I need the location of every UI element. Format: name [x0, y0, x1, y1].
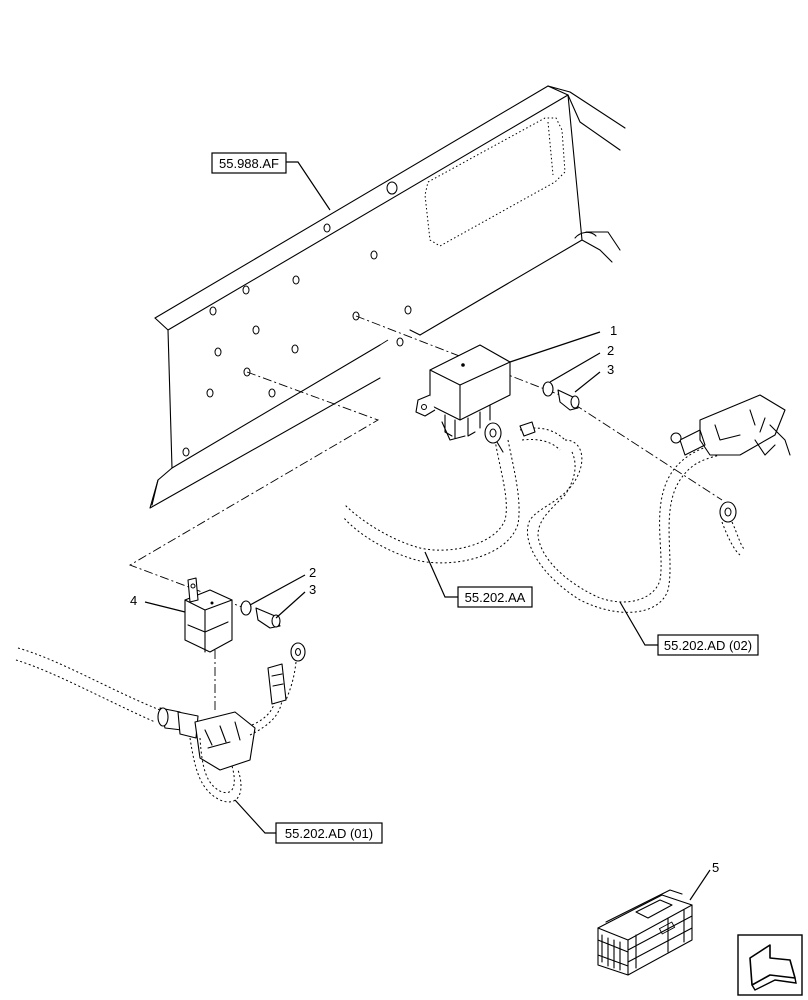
next-page-arrow-icon[interactable] — [737, 934, 803, 996]
harness-ad-02 — [526, 394, 791, 613]
bolt-upper[interactable] — [557, 389, 580, 411]
kit-box-icon — [597, 889, 693, 976]
bolt-lower[interactable] — [255, 607, 281, 629]
item-number-bolt-lower: 3 — [309, 582, 316, 597]
mounting-panel — [149, 85, 626, 509]
ref-box-harness-ad-01[interactable]: 55.202.AD (01) — [275, 822, 383, 844]
item-number-relay-upper: 1 — [610, 323, 617, 338]
ref-box-panel[interactable]: 55.988.AF — [211, 152, 287, 174]
leader-lines — [144, 161, 711, 901]
harness-ad-01 — [15, 642, 306, 803]
relay-upper[interactable] — [415, 344, 511, 441]
ref-label-panel: 55.988.AF — [219, 156, 279, 171]
assembly-centerlines — [128, 315, 723, 710]
washer-upper[interactable] — [542, 381, 554, 397]
ref-label-harness-aa: 55.202.AA — [465, 590, 526, 605]
ref-label-harness-ad-01: 55.202.AD (01) — [285, 826, 373, 841]
ref-label-harness-ad-02: 55.202.AD (02) — [664, 638, 752, 653]
item-number-kit-box: 5 — [712, 860, 719, 875]
ref-box-harness-ad-02[interactable]: 55.202.AD (02) — [657, 634, 759, 656]
harness-aa — [343, 421, 566, 564]
item-number-relay-lower: 4 — [130, 593, 137, 608]
item-number-washer-lower: 2 — [309, 565, 316, 580]
ref-box-harness-aa[interactable]: 55.202.AA — [457, 586, 533, 608]
washer-lower[interactable] — [240, 600, 252, 616]
relay-lower[interactable] — [184, 577, 233, 653]
item-number-washer-upper: 2 — [607, 343, 614, 358]
item-number-bolt-upper: 3 — [607, 362, 614, 377]
item-numbers: 1 2 3 2 3 4 5 — [130, 323, 719, 875]
